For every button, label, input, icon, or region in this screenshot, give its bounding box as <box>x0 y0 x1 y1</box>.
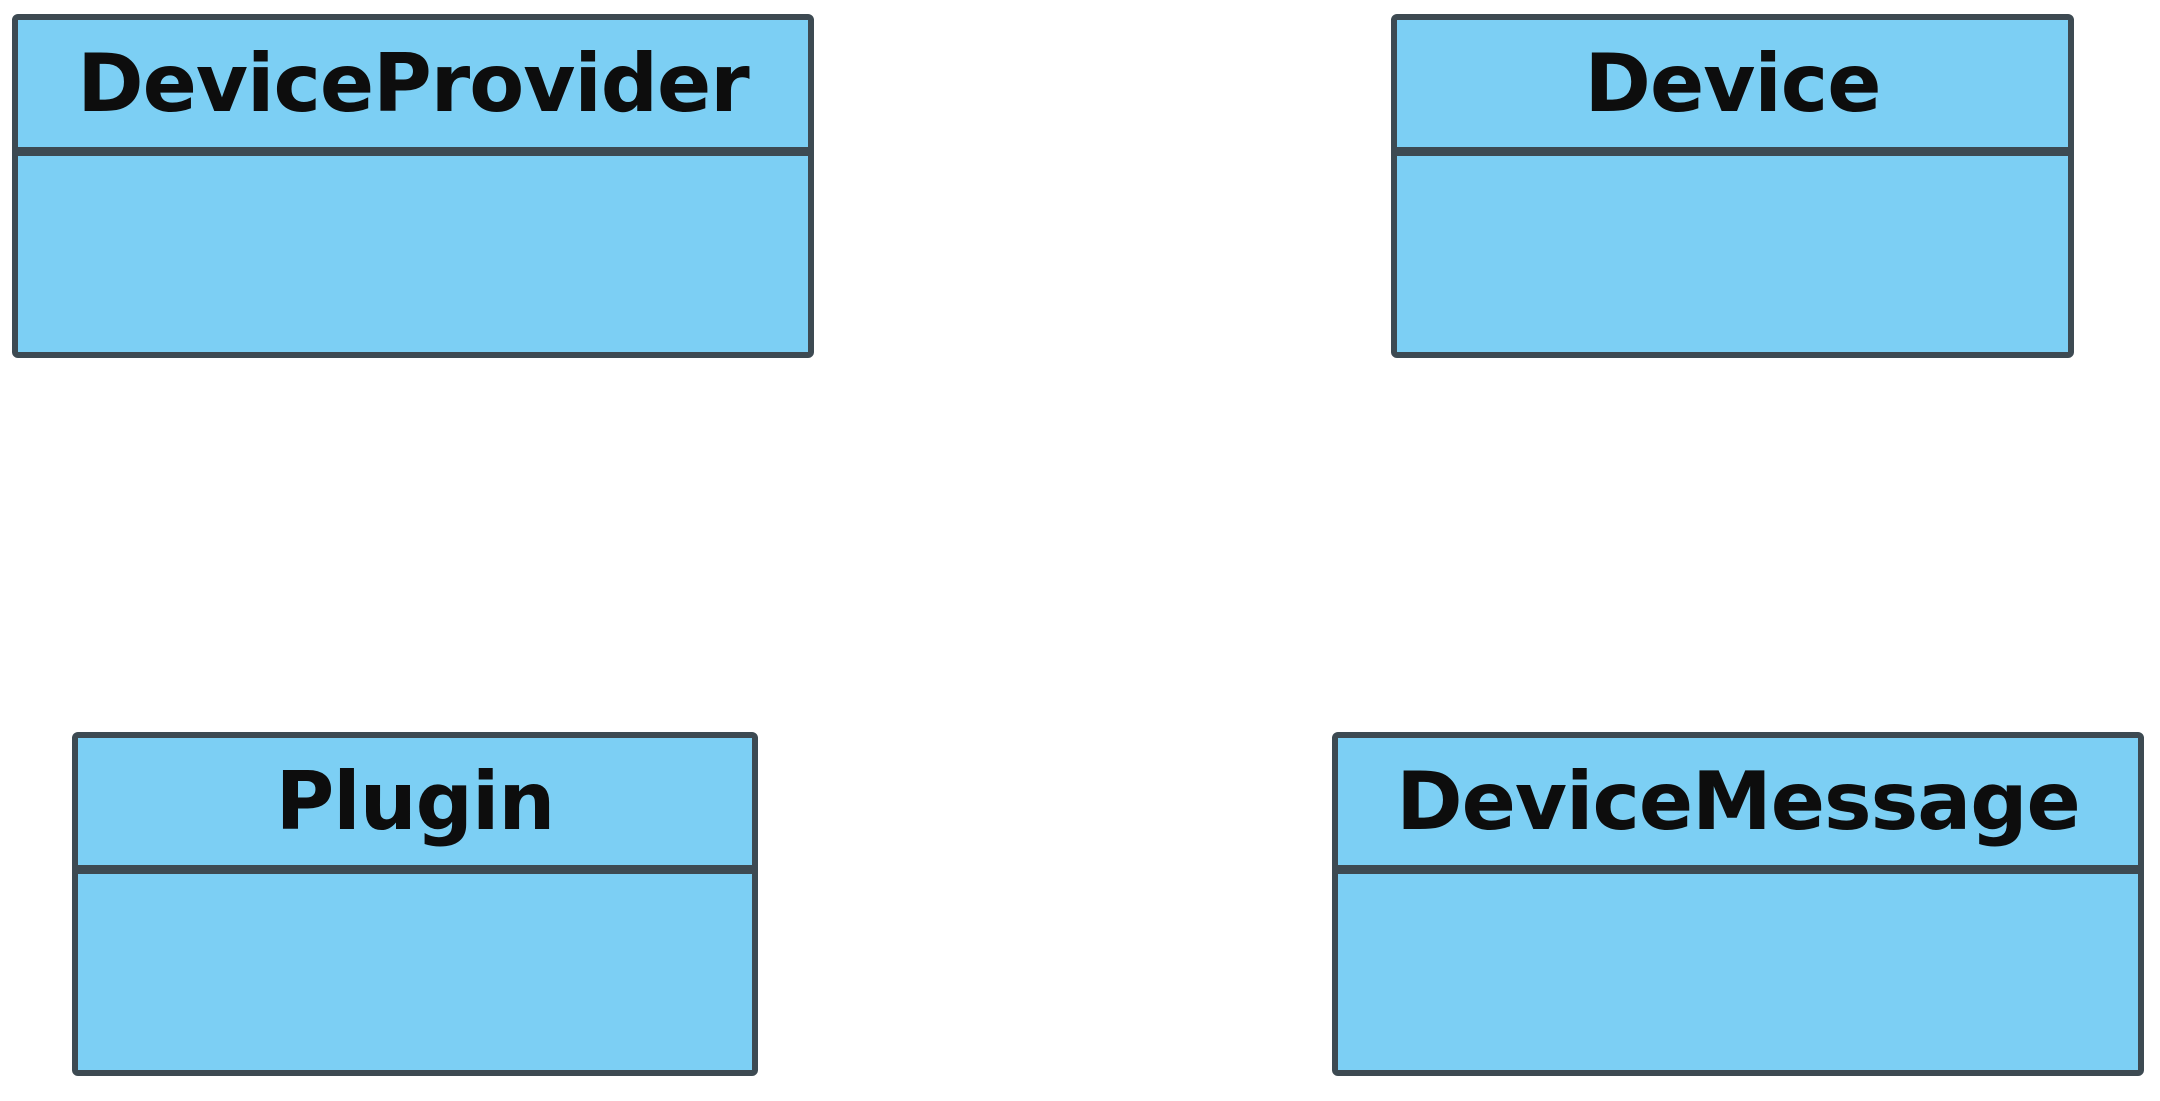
class-name-plugin: Plugin <box>78 738 752 874</box>
class-name-device: Device <box>1397 20 2068 156</box>
class-attributes-devicemessage <box>1338 874 2138 1070</box>
class-attributes-device <box>1397 156 2068 352</box>
class-name-deviceprovider: DeviceProvider <box>18 20 808 156</box>
class-name-devicemessage: DeviceMessage <box>1338 738 2138 874</box>
class-box-devicemessage: DeviceMessage <box>1332 732 2144 1076</box>
class-attributes-plugin <box>78 874 752 1070</box>
class-box-deviceprovider: DeviceProvider <box>12 14 814 358</box>
class-attributes-deviceprovider <box>18 156 808 352</box>
class-box-plugin: Plugin <box>72 732 758 1076</box>
class-box-device: Device <box>1391 14 2074 358</box>
